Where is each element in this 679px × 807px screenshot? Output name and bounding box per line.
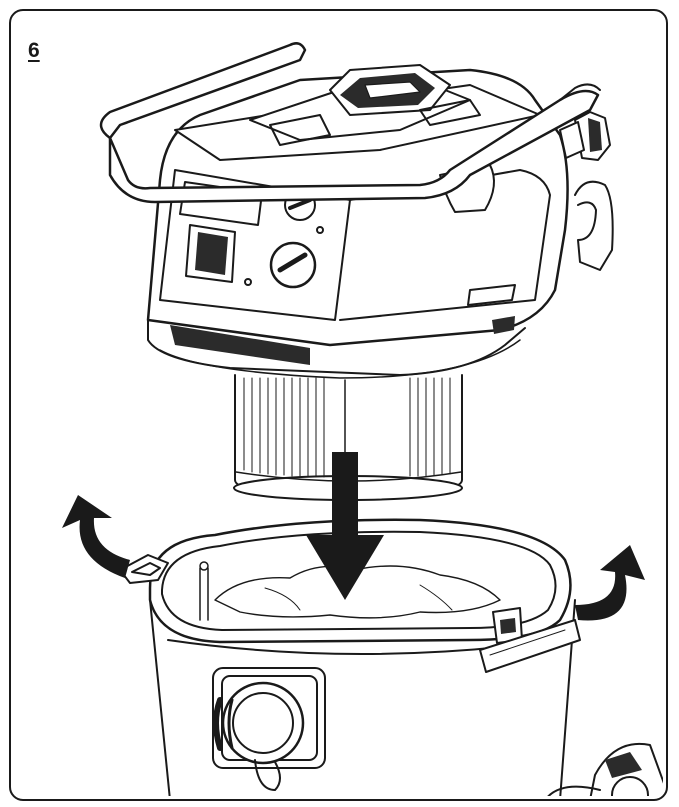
container-bin	[119, 518, 663, 796]
curved-arrow-left-icon	[62, 495, 130, 578]
step-number: 6	[28, 39, 40, 62]
down-arrow-icon	[306, 452, 384, 600]
curved-arrow-right-icon	[575, 545, 645, 621]
motor-head	[99, 42, 614, 379]
